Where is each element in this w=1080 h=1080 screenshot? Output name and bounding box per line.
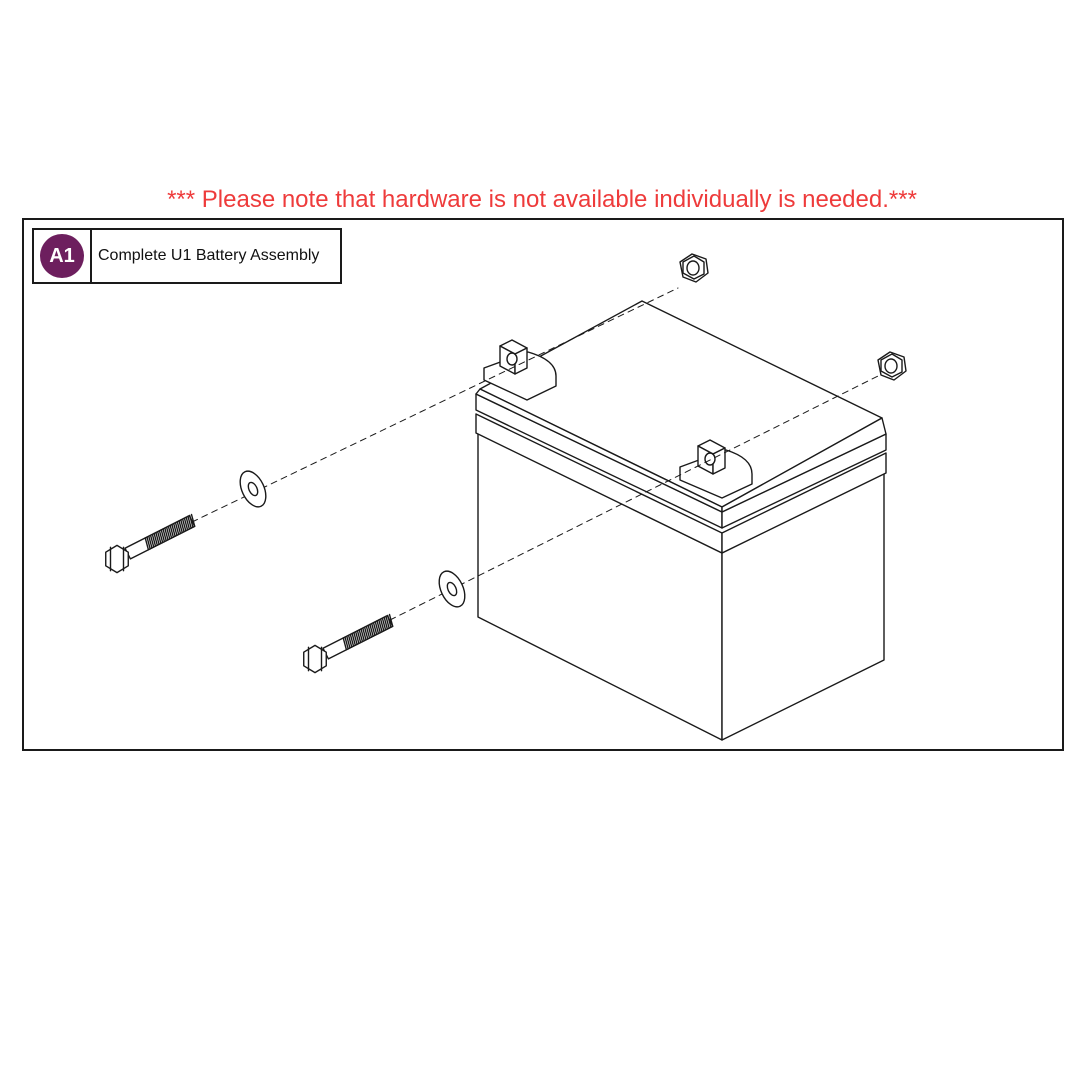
hex-bolt-front-thread bbox=[374, 621, 380, 635]
hex-nut-front bbox=[877, 351, 907, 381]
alignment-lines bbox=[191, 287, 881, 621]
flat-washer-rear-inner bbox=[247, 481, 259, 497]
hex-bolt-rear-thread bbox=[156, 530, 162, 545]
hex-bolt-front-thread bbox=[379, 618, 385, 632]
terminal-rear bbox=[483, 339, 557, 401]
hex-bolt-front-thread bbox=[344, 636, 349, 650]
hex-bolt-rear-thread bbox=[189, 514, 194, 528]
terminal-rear-hole bbox=[506, 352, 518, 366]
hex-bolt-front-thread bbox=[346, 635, 351, 649]
battery bbox=[475, 300, 887, 741]
hex-bolt-rear-thread bbox=[151, 533, 157, 547]
terminal-front-hole bbox=[704, 452, 716, 466]
hex-bolt-front-thread bbox=[372, 621, 378, 636]
hex-bolt-front-thread bbox=[371, 622, 376, 637]
hex-bolt-rear-thread bbox=[185, 516, 191, 530]
hex-bolt-rear-thread bbox=[178, 520, 183, 534]
hardware-notice: *** Please note that hardware is not ava… bbox=[167, 186, 917, 213]
hex-bolt-rear-thread bbox=[149, 534, 155, 548]
hex-bolt-rear-thread bbox=[169, 524, 175, 538]
hex-bolt-rear-thread bbox=[174, 521, 180, 536]
hex-bolt-front-thread bbox=[356, 630, 362, 644]
hex-bolt-front-thread bbox=[358, 629, 364, 643]
hex-bolt-front-head bbox=[303, 644, 327, 674]
flat-washer-front-inner bbox=[446, 581, 458, 597]
hex-bolt-front-thread bbox=[381, 617, 387, 631]
alignment-line-front bbox=[389, 374, 881, 621]
hex-bolt-front-thread bbox=[347, 634, 353, 648]
hex-bolt-front-thread bbox=[385, 615, 390, 629]
hex-bolt-rear-thread bbox=[155, 531, 160, 546]
hex-bolt-rear-thread bbox=[171, 523, 176, 537]
hex-bolt-front-thread bbox=[388, 613, 394, 628]
hex-bolt-rear-thread bbox=[162, 528, 167, 542]
hex-bolt-rear-thread bbox=[181, 518, 187, 532]
hex-bolt-rear-thread bbox=[144, 537, 150, 551]
battery-band-lower-right bbox=[721, 452, 887, 554]
alignment-line-rear bbox=[191, 287, 679, 523]
hex-nut-rear bbox=[679, 253, 709, 283]
hex-bolt-front-thread bbox=[351, 632, 357, 646]
hex-bolt-rear-thread bbox=[180, 519, 185, 533]
hex-bolt-front bbox=[303, 613, 394, 674]
hex-bolt-rear bbox=[105, 513, 196, 574]
hex-bolt-rear-thread bbox=[176, 521, 182, 535]
hex-bolt-rear-thread bbox=[173, 522, 178, 537]
hex-bolt-front-thread bbox=[376, 620, 381, 634]
part-badge-a1: A1 bbox=[40, 234, 84, 278]
hex-bolt-front-thread bbox=[387, 614, 392, 628]
hex-nut-rear-hole bbox=[686, 260, 700, 276]
hex-bolt-rear-thread bbox=[190, 513, 196, 528]
hex-bolt-rear-thread bbox=[158, 530, 164, 544]
part-label: Complete U1 Battery Assembly bbox=[98, 247, 320, 264]
legend-badge-cell: A1 bbox=[34, 230, 92, 282]
terminal-front bbox=[679, 439, 753, 499]
flat-washer-front bbox=[438, 570, 466, 608]
hex-bolt-front-thread bbox=[353, 631, 358, 646]
hex-bolt-rear-thread bbox=[148, 535, 153, 549]
hex-bolt-front-thread bbox=[365, 625, 371, 639]
diagram-frame bbox=[22, 218, 1064, 751]
hex-bolt-rear-head bbox=[105, 544, 129, 574]
hex-bolt-front-thread bbox=[367, 624, 373, 638]
hex-bolt-rear-thread bbox=[164, 527, 169, 541]
battery-lid-right bbox=[721, 417, 887, 513]
hex-bolt-front-thread bbox=[354, 630, 360, 645]
hex-bolt-front-thread bbox=[362, 627, 367, 641]
terminal-rear-post-side bbox=[514, 347, 528, 375]
hex-bolt-rear-thread bbox=[153, 532, 159, 546]
hex-bolt-front-thread bbox=[369, 623, 374, 637]
hex-bolt-rear-thread bbox=[183, 517, 189, 531]
hex-bolt-front-thread bbox=[378, 619, 383, 633]
part-legend: A1 Complete U1 Battery Assembly bbox=[32, 228, 342, 284]
hex-bolt-rear-thread bbox=[187, 515, 192, 529]
hex-nut-front-hole bbox=[884, 358, 898, 374]
flat-washer-rear bbox=[239, 470, 267, 508]
hex-bolt-rear-thread bbox=[167, 525, 173, 539]
hex-bolt-rear-thread bbox=[160, 529, 166, 543]
hex-bolt-front-thread bbox=[360, 628, 365, 642]
hex-bolt-front-thread bbox=[383, 616, 389, 630]
hex-bolt-front-thread bbox=[363, 626, 369, 640]
hex-bolt-front-thread bbox=[342, 637, 348, 651]
terminal-front-post-side bbox=[712, 447, 726, 475]
hex-bolt-rear-thread bbox=[165, 526, 171, 540]
hex-bolt-front-thread bbox=[349, 633, 355, 647]
hex-bolt-rear-thread bbox=[146, 536, 151, 550]
